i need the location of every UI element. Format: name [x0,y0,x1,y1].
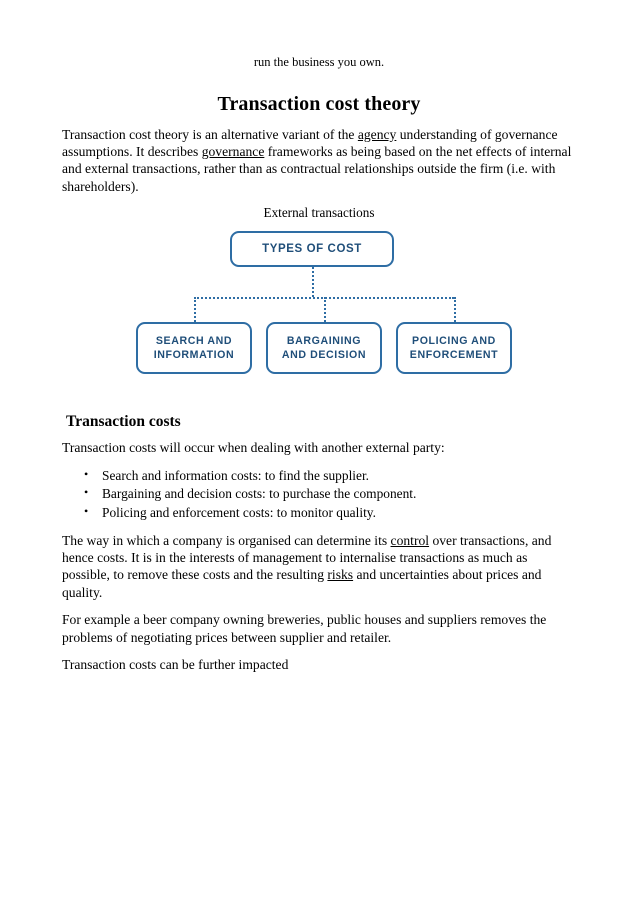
link-risks[interactable]: risks [327,567,354,583]
paragraph-intro-part3: frameworks as being based on the net eff… [62,144,572,194]
leaf1-line1: SEARCH AND [155,334,233,347]
leaf2-line2: AND DECISION [281,349,367,362]
paragraph-intro-part1: Transaction cost theory is an alternativ… [62,126,358,142]
leaf1-line2: INFORMATION [153,349,235,362]
diagram-node-bargaining-decision: BARGAINING AND DECISION [266,322,382,375]
document-content: run the business you own. Transaction co… [62,55,576,683]
leaf3-line2: ENFORCEMENT [409,349,499,362]
paragraph-control-part2: over transactions, and hence costs. It i… [62,532,552,583]
diagram-types-of-cost: TYPES OF COST SEARCH AND INFORMATION BARG… [62,231,576,391]
link-governance[interactable]: governance [201,144,265,160]
link-control[interactable]: control [390,532,430,548]
connector-stem-vertical [312,267,314,298]
paragraph-control-part1: The way in which a company is organised … [62,532,391,548]
list-item: Bargaining and decision costs: to purcha… [80,485,576,503]
paragraph-example: For example a beer company owning brewer… [62,612,547,645]
paragraph-intro: Transaction cost theory is an alternativ… [62,126,576,196]
page-title: Transaction cost theory [217,92,421,115]
running-head: run the business you own. [253,55,385,69]
paragraph-intro-part2: understanding of governance assumptions.… [62,126,558,160]
paragraph-organisation-control: The way in which a company is organised … [62,532,576,602]
bullet-list: Search and information costs: to find th… [62,467,576,522]
list-item: Policing and enforcement costs: to monit… [80,504,576,522]
section-heading-transaction-costs: Transaction costs [66,413,181,431]
diagram-node-search-information: SEARCH AND INFORMATION [136,322,252,375]
leaf3-line1: POLICING AND [412,334,496,347]
diagram-node-search-information-label: SEARCH AND INFORMATION [154,334,235,363]
paragraph-closing: Transaction costs can be further impacte… [62,656,289,672]
paragraph-transaction-costs: Transaction costs will occur when dealin… [62,440,445,456]
diagram-node-top-label: TYPES OF COST [262,243,362,256]
diagram-node-policing-enforcement: POLICING AND ENFORCEMENT [396,322,512,375]
diagram-node-policing-enforcement-label: POLICING AND ENFORCEMENT [410,334,498,363]
figure-types-of-cost: TYPES OF COST SEARCH AND INFORMATION BARG… [62,231,576,391]
figure-caption: External transactions [263,205,375,221]
diagram-node-top: TYPES OF COST [230,231,394,268]
paragraph-control-part3: and uncertainties about prices and quali… [62,567,542,600]
connector-branch-left [194,297,196,323]
leaf2-line1: BARGAINING [286,334,362,347]
connector-branch-right [454,297,456,323]
connector-branch-middle [324,297,326,323]
list-item: Search and information costs: to find th… [80,467,576,485]
diagram-node-bargaining-decision-label: BARGAINING AND DECISION [282,334,366,363]
link-agency[interactable]: agency [357,126,397,142]
